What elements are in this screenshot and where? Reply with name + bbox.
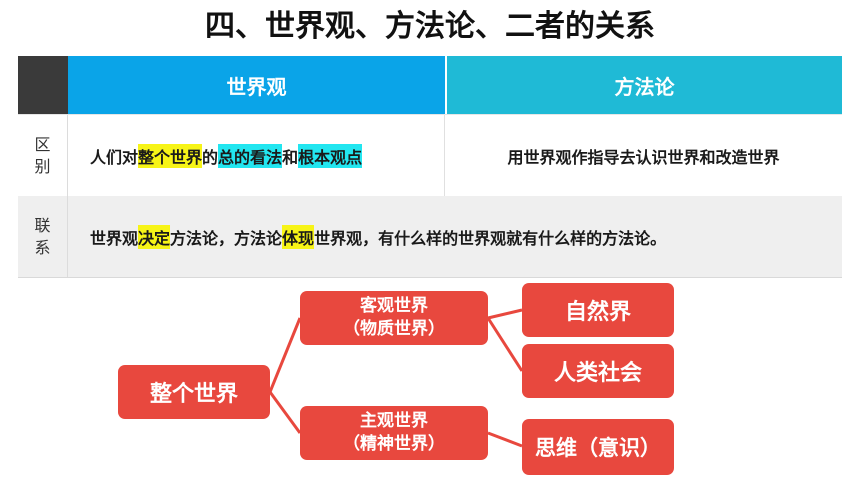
table-header-row: 世界观 方法论 <box>18 56 842 114</box>
node-nature: 自然界 <box>522 283 674 337</box>
node-label: 整个世界 <box>149 382 238 407</box>
highlight-general-view: 总的看法 <box>218 143 283 168</box>
connector-objective-nature <box>487 308 523 320</box>
text-segment: 世界观，有什么样的世界观就有什么样的方法论。 <box>314 228 667 248</box>
node-sublabel: （物质世界） <box>343 319 445 339</box>
page-title: 四、世界观、方法论、二者的关系 <box>205 9 655 44</box>
highlight-embodies: 体现 <box>282 224 315 249</box>
node-thought: 思维（意识） <box>522 419 674 475</box>
table-corner-cell <box>18 56 68 114</box>
row-label-char: 联 <box>34 215 51 235</box>
row-label-relation: 联 系 <box>18 196 68 277</box>
connector-subjective-thought <box>487 431 523 448</box>
header-worldview: 世界观 <box>68 56 445 114</box>
row-label-char: 区 <box>34 134 51 154</box>
node-label: 思维（意识） <box>535 436 661 460</box>
row-label-difference: 区 别 <box>18 115 68 196</box>
text-segment: 方法论，方法论 <box>170 228 283 248</box>
relation-text: 世界观决定方法论，方法论体现世界观，有什么样的世界观就有什么样的方法论。 <box>68 196 842 277</box>
table-row-relation: 联 系 世界观决定方法论，方法论体现世界观，有什么样的世界观就有什么样的方法论。 <box>18 196 842 278</box>
node-human-society: 人类社会 <box>522 344 674 398</box>
highlight-determines: 决定 <box>138 224 171 249</box>
table-row-difference: 区 别 人们对整个世界的总的看法和根本观点 用世界观作指导去认识世界和改造世界 <box>18 114 842 196</box>
node-sublabel: （精神世界） <box>343 434 445 454</box>
node-objective-world: 客观世界 （物质世界） <box>300 291 488 345</box>
row-label-char: 别 <box>34 156 51 176</box>
methodology-definition: 用世界观作指导去认识世界和改造世界 <box>507 147 780 167</box>
text-segment: 和 <box>282 147 299 167</box>
row-label-char: 系 <box>34 237 51 257</box>
connector-root-objective <box>268 317 302 393</box>
node-label: 客观世界 <box>360 296 428 316</box>
text-segment: 的 <box>202 147 219 167</box>
node-label: 自然界 <box>564 300 631 325</box>
node-label: 人类社会 <box>553 361 642 386</box>
connector-root-subjective <box>268 391 302 434</box>
highlight-fundamental-view: 根本观点 <box>298 143 363 168</box>
text-segment: 人们对 <box>90 147 139 167</box>
node-subjective-world: 主观世界 （精神世界） <box>300 406 488 460</box>
connector-objective-society <box>486 317 524 372</box>
header-methodology: 方法论 <box>445 56 842 114</box>
highlight-whole-world: 整个世界 <box>138 143 203 168</box>
comparison-table: 世界观 方法论 区 别 人们对整个世界的总的看法和根本观点 用世界观作指导去认识… <box>18 56 842 278</box>
worldview-definition: 人们对整个世界的总的看法和根本观点 <box>68 115 445 196</box>
node-whole-world: 整个世界 <box>118 365 270 419</box>
text-segment: 世界观 <box>90 228 139 248</box>
node-label: 主观世界 <box>360 411 428 431</box>
